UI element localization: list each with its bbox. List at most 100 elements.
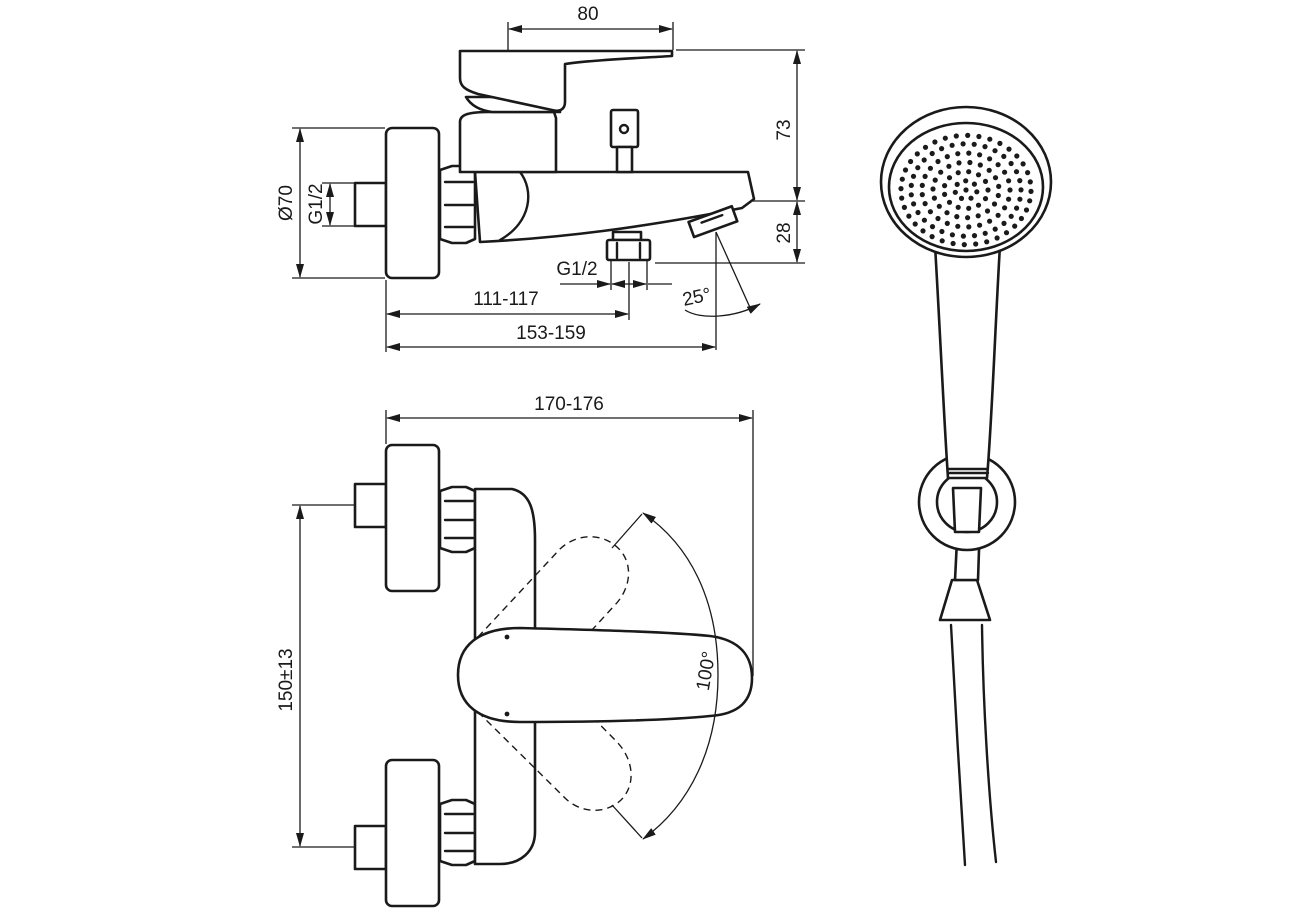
nozzle-dot — [910, 173, 917, 179]
side-cartridge-housing — [458, 110, 558, 174]
nozzle-dot — [996, 183, 1002, 189]
dim-wall-plate-diameter: Ø70 — [276, 185, 297, 221]
lever-position-upper-dashed — [477, 536, 630, 668]
nozzle-dot — [986, 167, 992, 173]
nozzle-dot — [984, 208, 991, 214]
nozzle-dot — [935, 215, 941, 222]
nozzle-dot — [965, 132, 971, 138]
front-top-inlet-thread — [353, 482, 388, 529]
nozzle-dot — [919, 192, 925, 198]
front-lever-handle — [456, 626, 754, 724]
nozzle-dot — [1006, 178, 1012, 184]
nozzle-dot — [915, 209, 921, 216]
nozzle-dot — [915, 165, 921, 171]
nozzle-dot — [946, 175, 953, 181]
nozzle-dot — [955, 170, 961, 176]
nozzle-dot — [908, 192, 914, 198]
nozzle-dot — [938, 169, 944, 175]
nozzle-dot — [944, 220, 950, 226]
nozzle-dot — [958, 195, 965, 201]
nozzle-dot — [922, 201, 928, 207]
nozzle-dot — [912, 221, 918, 227]
nozzle-dot — [929, 224, 936, 230]
dim-spout-angle: 25° — [681, 284, 713, 311]
nozzle-dot — [1012, 223, 1018, 229]
nozzle-dot — [921, 217, 928, 223]
front-top-wall-plate — [384, 443, 441, 593]
nozzle-dot — [899, 176, 905, 182]
dim-height-upper: 73 — [774, 119, 795, 140]
nozzle-dot — [939, 228, 945, 235]
nozzle-dot — [944, 154, 950, 160]
nozzle-dot — [1014, 153, 1020, 159]
nozzle-dot — [946, 199, 953, 205]
nozzle-dot — [954, 214, 960, 220]
nozzle-dot — [1027, 179, 1033, 185]
nozzle-dot — [1002, 205, 1008, 211]
nozzle-dot — [922, 144, 929, 150]
nozzle-dot — [987, 136, 993, 142]
nozzle-dot — [914, 151, 920, 157]
nozzle-dot — [974, 189, 980, 195]
nozzle-dot — [1028, 188, 1034, 194]
nozzle-dot — [973, 241, 979, 247]
nozzle-dot — [955, 151, 961, 157]
nozzle-dot — [898, 186, 904, 192]
nozzle-dot — [935, 158, 941, 165]
dim-outlet-thread: G1/2 — [556, 259, 597, 280]
nozzle-dot — [908, 182, 914, 188]
nozzle-dot — [911, 201, 917, 207]
front-bottom-wall-plate — [384, 758, 441, 908]
nozzle-dot — [929, 234, 935, 240]
nozzle-dot — [949, 232, 956, 238]
nozzle-dot — [1020, 161, 1026, 167]
nozzle-dot — [991, 201, 998, 207]
side-shower-outlet — [605, 230, 652, 262]
side-lever-handle — [458, 49, 674, 113]
dim-inlet-thread: G1/2 — [306, 183, 327, 224]
nozzle-dot — [975, 202, 982, 208]
nozzle-dot — [966, 205, 972, 211]
nozzle-dot — [995, 212, 1001, 218]
nozzle-dot — [901, 204, 908, 210]
nozzle-dot — [1023, 207, 1030, 213]
nozzle-dot — [1014, 205, 1020, 211]
nozzle-dot — [971, 181, 978, 187]
nozzle-dot — [975, 213, 981, 219]
nozzle-dot — [982, 144, 988, 150]
nozzle-dot — [1008, 213, 1014, 219]
nozzle-dot — [965, 215, 971, 221]
nozzle-dot — [952, 189, 958, 195]
nozzle-dot — [1025, 170, 1031, 176]
nozzle-dot — [960, 233, 967, 239]
nozzle-dot — [977, 152, 983, 158]
side-inlet-thread — [353, 181, 388, 228]
nozzle-dot — [1018, 215, 1024, 222]
dim-total-width: 170-176 — [534, 394, 604, 415]
nozzle-dot — [971, 141, 977, 147]
nozzle-dot — [1001, 153, 1007, 159]
nozzle-dot — [977, 222, 983, 228]
front-view — [353, 443, 754, 908]
hose-cone — [938, 578, 992, 622]
shower-hose — [949, 623, 998, 867]
nozzle-dot — [936, 203, 942, 209]
nozzle-dot — [908, 158, 914, 165]
nozzle-dot — [944, 210, 950, 216]
nozzle-dot — [987, 156, 993, 162]
nozzle-dot — [1006, 146, 1012, 152]
nozzle-dot — [977, 162, 983, 168]
side-diverter-knob — [609, 108, 640, 174]
nozzle-dot — [961, 242, 967, 248]
nozzle-dot — [966, 150, 972, 156]
nozzle-dot — [995, 192, 1001, 199]
dim-projection-spout: 153-159 — [516, 323, 586, 344]
front-top-hex-nut — [438, 485, 477, 554]
dim-handle-width: 80 — [577, 4, 598, 25]
nozzle-dot — [939, 238, 945, 244]
nozzle-dot — [992, 148, 998, 154]
side-body-spout — [473, 170, 756, 244]
nozzle-dot — [942, 183, 948, 189]
